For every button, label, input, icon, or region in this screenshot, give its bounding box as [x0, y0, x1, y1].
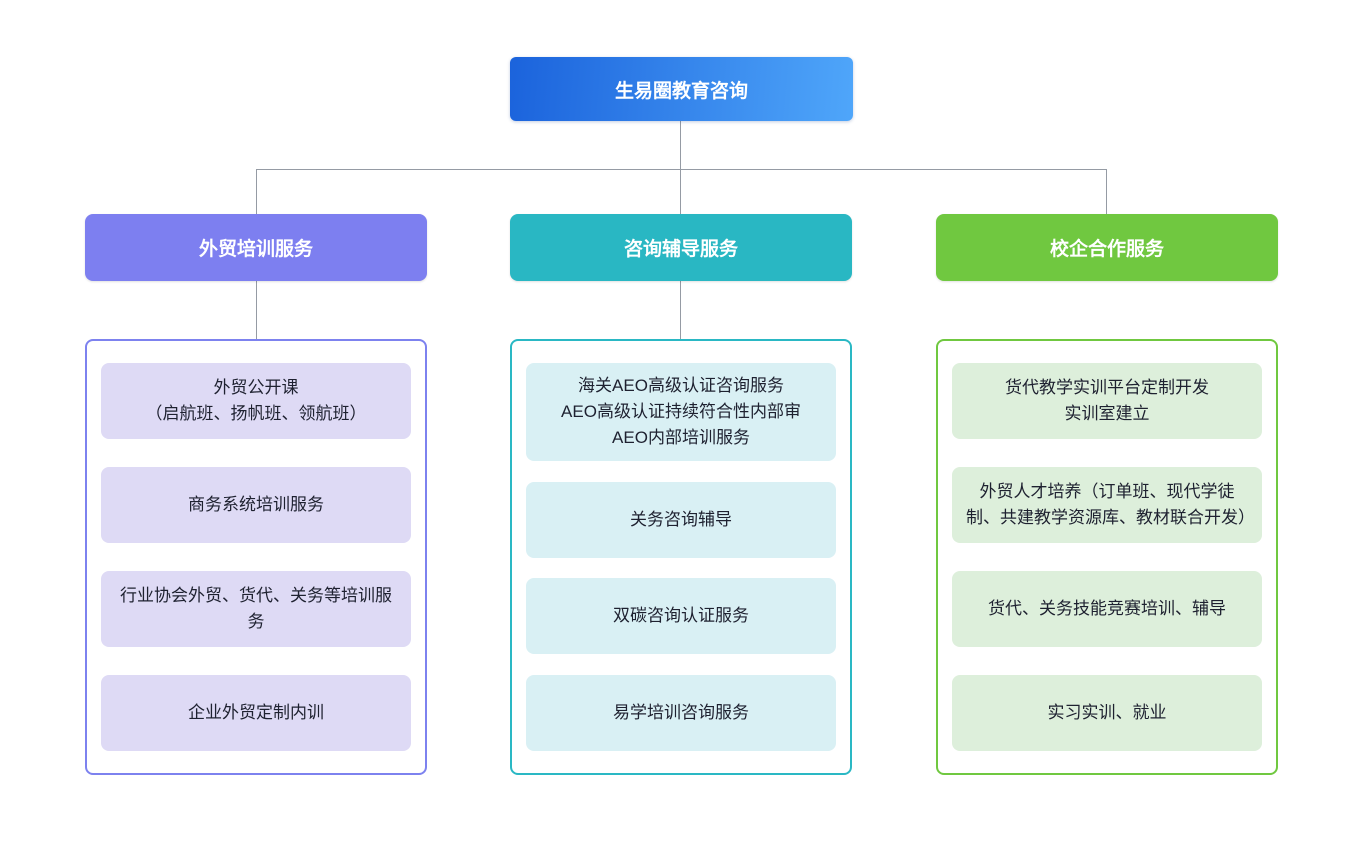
branch-header-consulting-tutoring: 咨询辅导服务: [510, 214, 852, 281]
service-item: 货代、关务技能竞赛培训、辅导: [952, 571, 1262, 647]
branch-header-label: 咨询辅导服务: [623, 239, 738, 260]
root-node-label: 生易圈教育咨询: [614, 80, 748, 102]
service-item: 外贸公开课 （启航班、扬帆班、领航班）: [101, 363, 411, 439]
branch-header-foreign-trade-training: 外贸培训服务: [85, 214, 427, 281]
service-item: 外贸人才培养（订单班、现代学徒制、共建教学资源库、教材联合开发）: [952, 467, 1262, 543]
panel-consulting-tutoring: 海关AEO高级认证咨询服务 AEO高级认证持续符合性内部审 AEO内部培训服务 …: [510, 339, 852, 775]
service-item: 易学培训咨询服务: [526, 674, 836, 751]
branch-header-label: 外贸培训服务: [198, 239, 313, 260]
connector-trunk-horizontal: [256, 169, 1107, 170]
connector-drop-left: [256, 169, 257, 214]
connector-middle-header-to-panel: [680, 281, 681, 339]
branch-header-school-enterprise: 校企合作服务: [936, 214, 1278, 281]
service-item: 关务咨询辅导: [526, 481, 836, 558]
root-node: 生易圈教育咨询: [510, 57, 853, 121]
branch-header-label: 校企合作服务: [1049, 239, 1164, 260]
service-item: 货代教学实训平台定制开发 实训室建立: [952, 363, 1262, 439]
service-item: 企业外贸定制内训: [101, 675, 411, 751]
service-item: 海关AEO高级认证咨询服务 AEO高级认证持续符合性内部审 AEO内部培训服务: [526, 363, 836, 461]
service-item: 商务系统培训服务: [101, 467, 411, 543]
service-item: 双碳咨询认证服务: [526, 578, 836, 655]
connector-drop-middle: [680, 169, 681, 214]
panel-foreign-trade-training: 外贸公开课 （启航班、扬帆班、领航班） 商务系统培训服务 行业协会外贸、货代、关…: [85, 339, 427, 775]
connector-root-vertical: [680, 121, 681, 169]
service-item: 行业协会外贸、货代、关务等培训服务: [101, 571, 411, 647]
panel-school-enterprise: 货代教学实训平台定制开发 实训室建立 外贸人才培养（订单班、现代学徒制、共建教学…: [936, 339, 1278, 775]
connector-drop-right: [1106, 169, 1107, 214]
service-item: 实习实训、就业: [952, 675, 1262, 751]
connector-left-header-to-panel: [256, 281, 257, 339]
